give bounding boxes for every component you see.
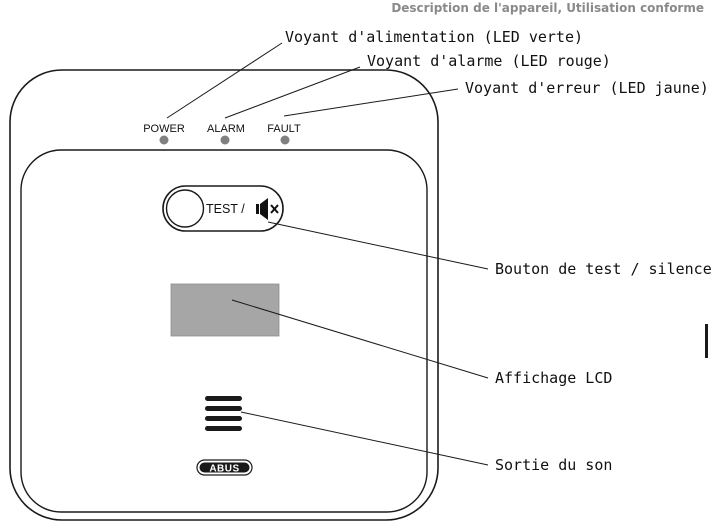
callout-fault-led: Voyant d'erreur (LED jaune) <box>465 79 709 97</box>
callout-sound-output: Sortie du son <box>495 456 612 474</box>
lcd-display <box>170 283 280 337</box>
leader-line-test <box>267 221 489 270</box>
speaker-grille <box>205 396 242 431</box>
test-silence-button[interactable]: TEST / <box>162 185 284 232</box>
power-led <box>159 135 169 145</box>
fault-led <box>280 135 290 145</box>
leader-line-power <box>166 42 283 119</box>
callout-power-led: Voyant d'alimentation (LED verte) <box>285 28 583 46</box>
page-header: Description de l'appareil, Utilisation c… <box>391 1 704 15</box>
alarm-led <box>220 135 230 145</box>
leader-line-lcd <box>231 299 489 379</box>
callout-lcd-display: Affichage LCD <box>495 369 612 387</box>
leader-line-fault <box>283 88 459 117</box>
abus-logo: ABUS <box>196 459 253 476</box>
speaker-mute-icon <box>256 198 279 220</box>
led-label-power: POWER <box>143 123 185 135</box>
led-label-alarm: ALARM <box>207 123 245 135</box>
page-margin-marker <box>705 324 708 358</box>
callout-alarm-led: Voyant d'alarme (LED rouge) <box>367 52 611 70</box>
leader-line-alarm <box>224 66 361 119</box>
test-button-knob <box>165 189 205 228</box>
callout-test-button: Bouton de test / silence <box>495 260 712 278</box>
abus-logo-text: ABUS <box>209 464 239 475</box>
test-button-label: TEST / <box>206 202 245 216</box>
led-label-fault: FAULT <box>267 123 301 135</box>
leader-line-sound <box>240 411 489 466</box>
